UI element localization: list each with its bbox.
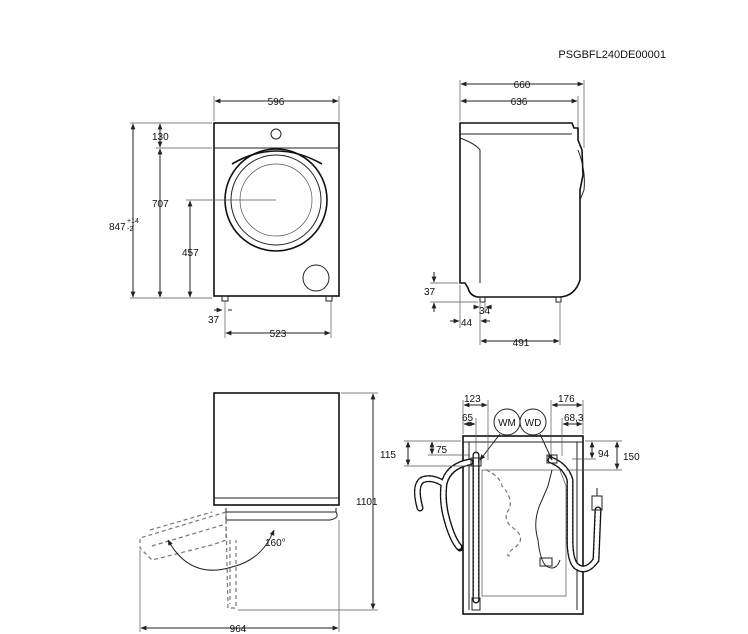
front-width-label: 596 (268, 97, 285, 108)
rear-view: WM WD 123 65 176 68,3 115 75 (380, 394, 640, 615)
wd-bubble (519, 408, 547, 436)
front-door-bezel (231, 150, 323, 165)
front-door-height-label: 707 (152, 199, 169, 210)
rear-right-height-inner-label: 94 (598, 449, 610, 460)
door-angle-arc (167, 529, 275, 571)
rear-right-outlet-offset-label: 68,3 (564, 413, 584, 424)
rear-left-height-inner-label: 75 (436, 445, 448, 456)
front-service-flap (302, 264, 330, 292)
rear-cabinet (462, 435, 584, 615)
front-top-height-label: 130 (152, 132, 169, 143)
right-hose (547, 456, 602, 573)
drawing-code: PSGBFL240DE00001 (558, 49, 666, 61)
rear-left-outlet-offset-label: 65 (462, 413, 474, 424)
rear-right-height-outer-label: 150 (623, 452, 640, 463)
rear-right-inlet-offset-label: 176 (558, 394, 575, 405)
side-foot-rear (479, 296, 486, 303)
wm-label: WM (498, 418, 516, 429)
side-foot-depth-label: 491 (513, 338, 530, 349)
left-hose-connector (470, 457, 482, 467)
front-foot-span-label: 523 (270, 329, 287, 340)
front-knob (270, 128, 282, 140)
side-total-depth-label: 660 (514, 80, 531, 91)
rear-left-inlet-offset-label: 123 (464, 394, 481, 405)
door-view-width-label: 964 (230, 624, 247, 634)
open-door-outline (139, 511, 227, 561)
side-foot-height-label: 37 (424, 287, 436, 298)
front-total-height-tol-minus: -2 (127, 226, 133, 233)
side-door (577, 149, 585, 201)
side-foot-setback-label: 44 (461, 318, 473, 329)
side-body-depth-label: 636 (511, 97, 528, 108)
front-total-height-label: 847 (109, 222, 126, 233)
front-total-height-tol-plus: +14 (127, 218, 139, 225)
front-door-center-height-label: 457 (182, 248, 199, 259)
door-view-cabinet (213, 392, 340, 506)
front-cabinet (213, 122, 340, 297)
side-foot-width-label: 34 (479, 306, 491, 317)
door-view-door-base (225, 511, 338, 521)
rear-internal-cable (535, 469, 561, 569)
front-foot-height-label: 37 (208, 315, 220, 326)
wd-label: WD (525, 418, 542, 429)
side-view: 660 636 37 34 44 491 (424, 80, 585, 349)
side-rear-bulge (459, 137, 481, 283)
rear-panel (481, 469, 567, 597)
side-body (459, 122, 584, 298)
door-view-height-label: 1101 (356, 497, 378, 508)
side-foot-front (555, 296, 562, 303)
door-open-view: 160° 1101 964 (139, 392, 378, 634)
front-foot-right (325, 295, 333, 302)
rear-drain-hose-internal (485, 469, 522, 557)
rear-left-height-outer-label: 115 (380, 450, 396, 461)
front-view: 596 130 707 847 +14 -2 457 37 523 (109, 96, 340, 340)
open-door-panel (225, 519, 237, 609)
door-angle-label: 160° (265, 538, 286, 549)
